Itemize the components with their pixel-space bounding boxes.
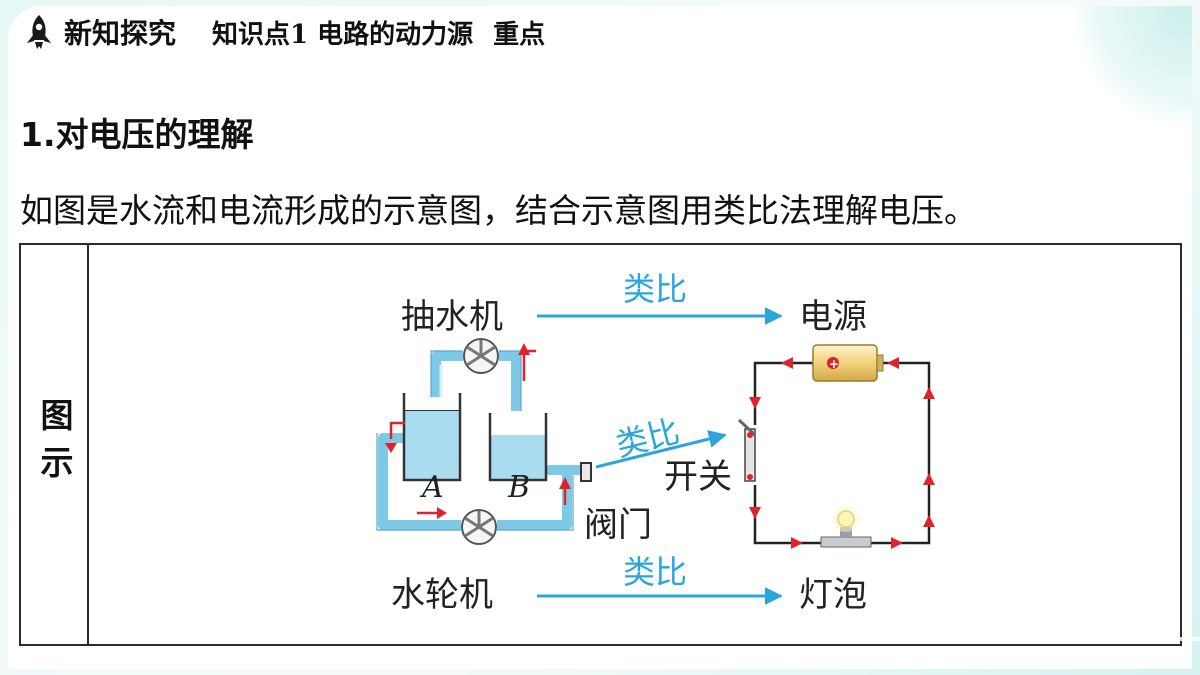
bulb-label: 灯泡	[799, 575, 867, 615]
analogy-label-bottom: 类比	[623, 553, 687, 591]
intro-text: 如图是水流和电流形成的示意图，结合示意图用类比法理解电压。	[20, 191, 977, 230]
battery: +	[812, 344, 884, 382]
valve	[580, 462, 592, 482]
bulb	[820, 506, 872, 548]
switch	[737, 418, 757, 482]
container-b-label: B	[507, 470, 530, 505]
turbine-wheel	[461, 509, 497, 545]
topic-title: 知识点1 电路的动力源	[212, 19, 474, 50]
key-tag: 重点	[493, 19, 546, 50]
analogy-arrow-middle	[595, 430, 727, 469]
rocket-icon	[27, 15, 51, 49]
section-header: 新知探究 知识点1 电路的动力源 重点	[22, 12, 545, 52]
valve-label: 阀门	[584, 505, 652, 545]
table-label: 图示	[35, 397, 74, 492]
water-flow-arrows	[385, 343, 571, 519]
container-a-label: A	[419, 470, 444, 505]
table-label-cell: 图示	[21, 245, 89, 644]
analogy-diagram: 抽水机 类比 电源 A B	[376, 270, 935, 615]
pump-wheel	[463, 338, 499, 374]
pump-label: 抽水机	[401, 297, 503, 337]
corner-decoration	[1072, 6, 1192, 126]
page-heading: 1.对电压的理解	[20, 115, 254, 154]
circuit-wires	[753, 361, 931, 545]
analogy-label-top: 类比	[623, 270, 687, 308]
battery-sign: +	[829, 357, 839, 371]
container-a: A	[402, 393, 462, 505]
turbine-label: 水轮机	[391, 575, 493, 615]
section-title: 新知探究	[64, 17, 177, 50]
figure-table: 图示 抽水机 类比 电源	[19, 243, 1182, 646]
container-b: B	[488, 413, 548, 505]
current-arrows	[749, 357, 935, 549]
switch-label: 开关	[664, 457, 732, 497]
power-label: 电源	[799, 297, 867, 337]
decorative-line	[1125, 637, 1200, 641]
